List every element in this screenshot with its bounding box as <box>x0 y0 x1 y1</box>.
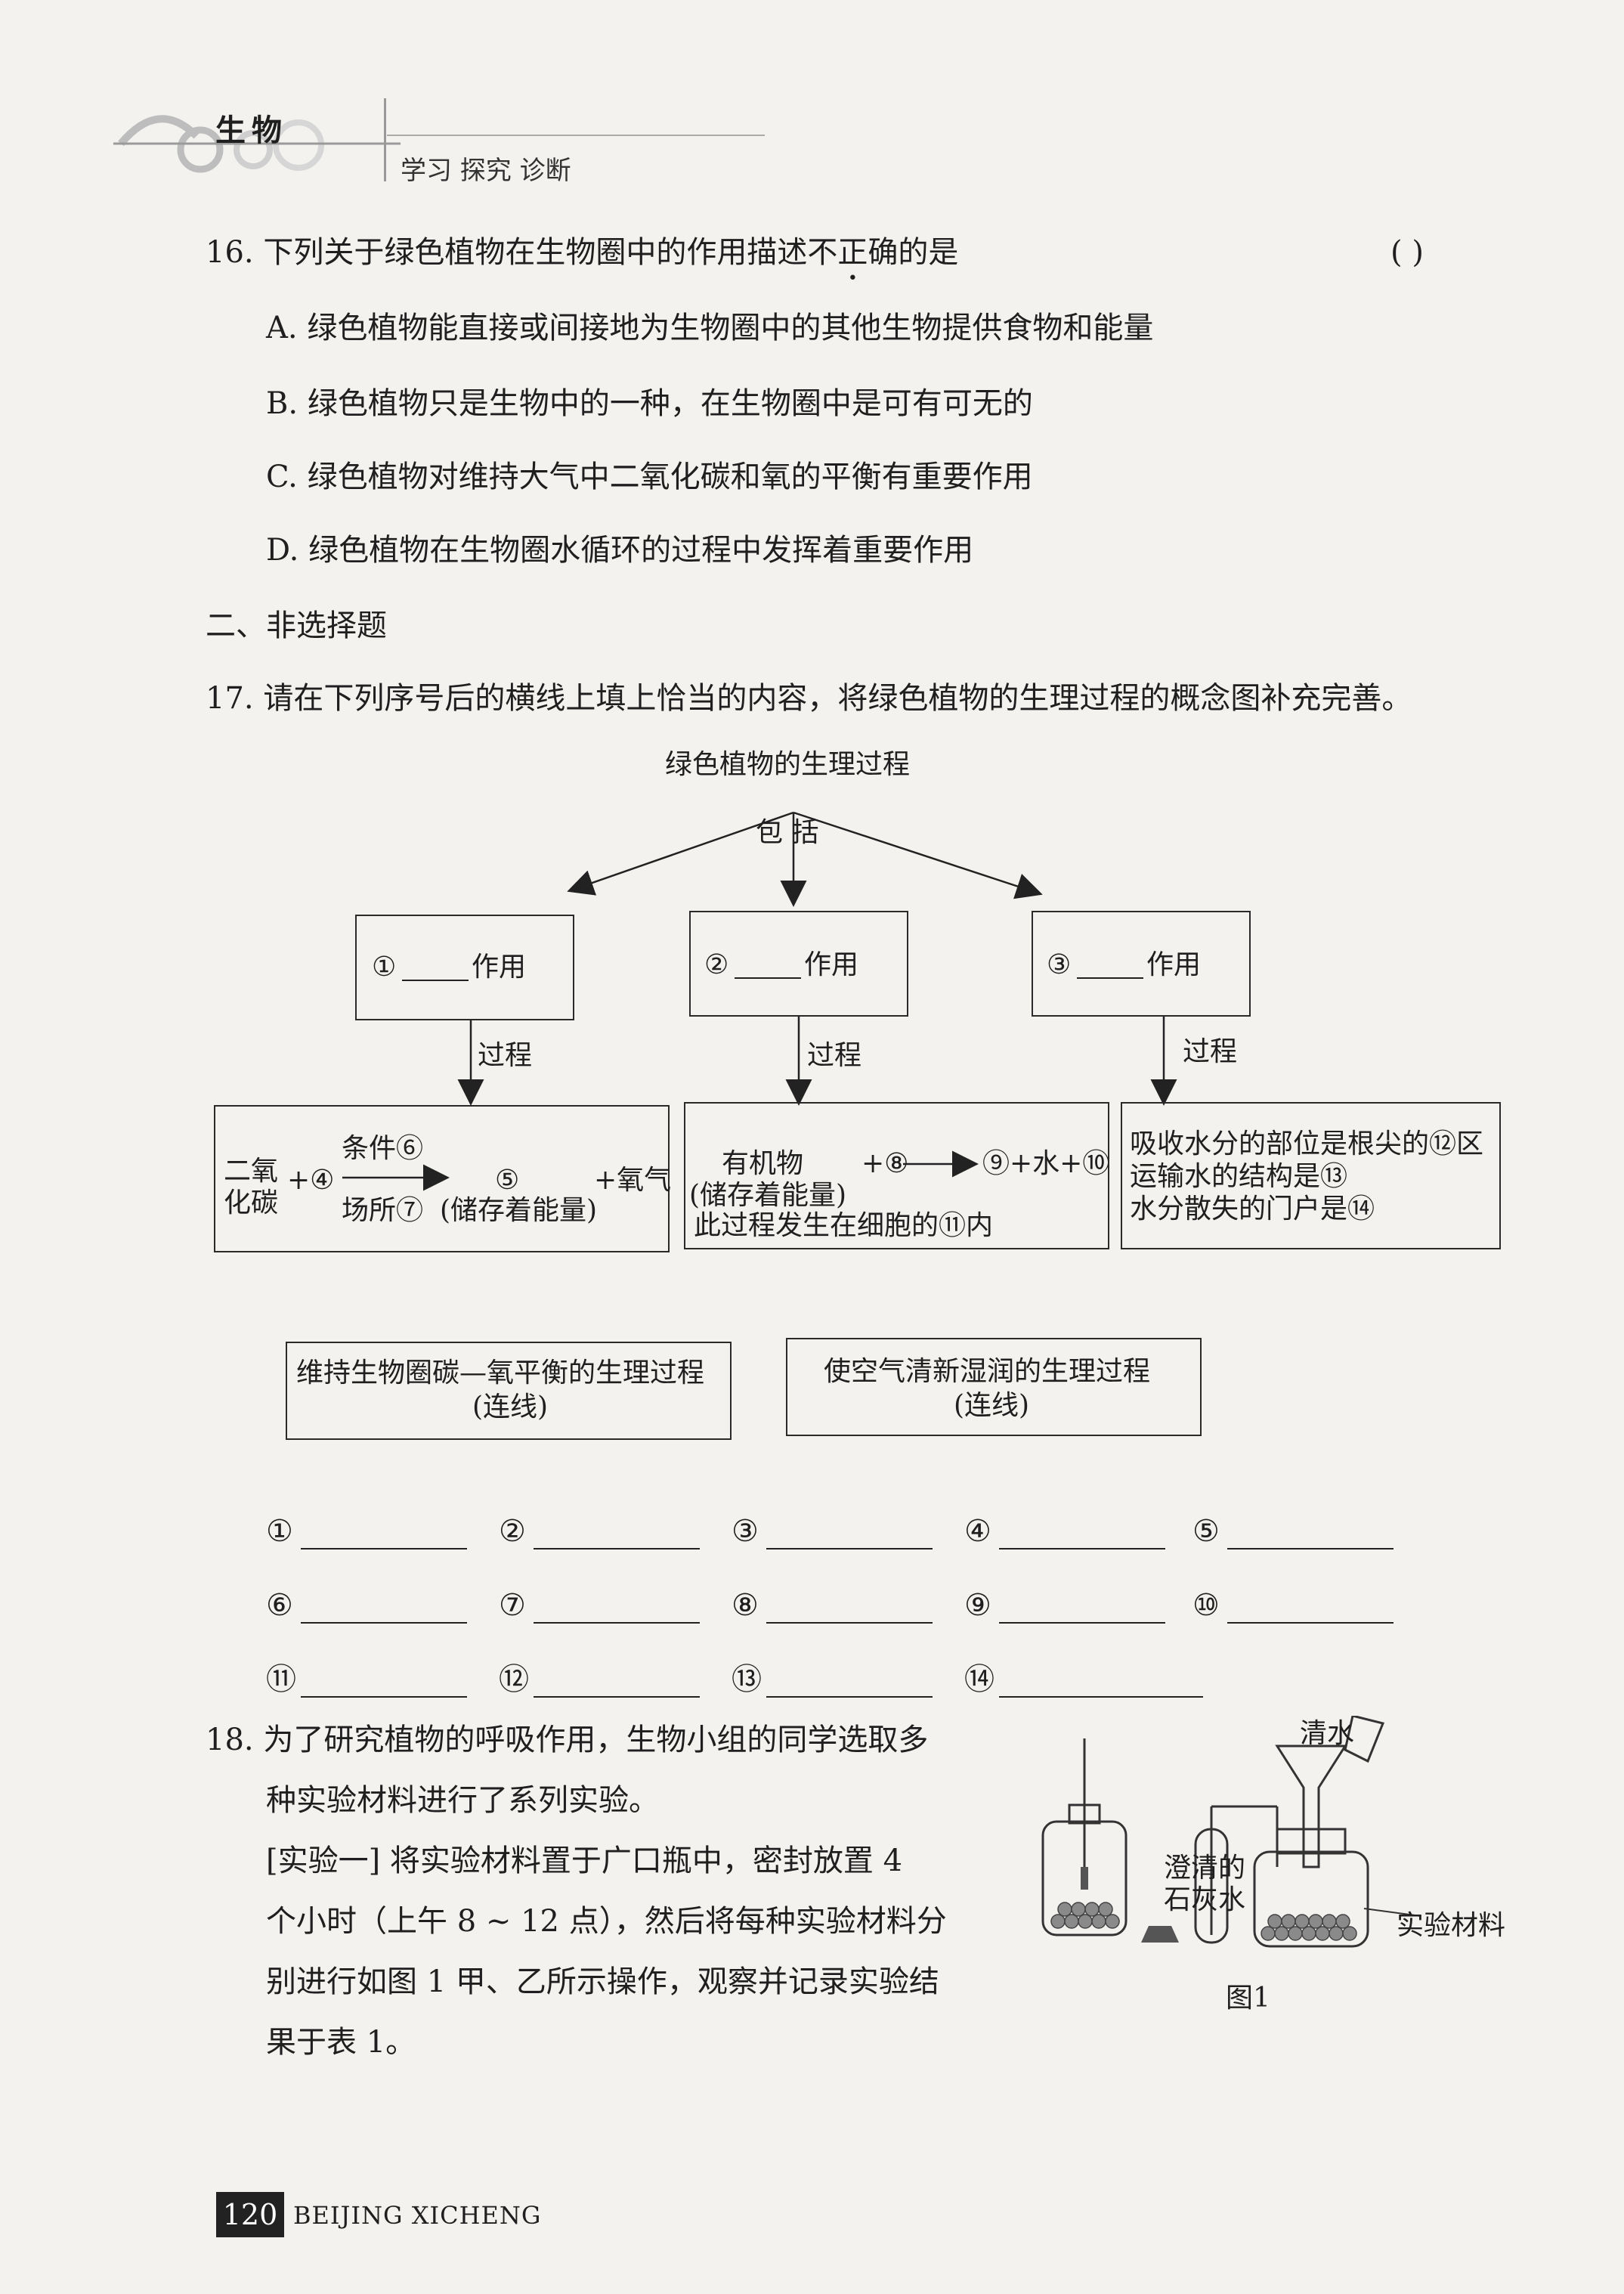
guocheng-label-3: 过程 <box>1183 1036 1238 1067</box>
box3-number: ③ <box>1047 949 1072 980</box>
fig-label-water: 清水 <box>1300 1718 1355 1749</box>
answer-label-7: ⑦ <box>499 1588 526 1623</box>
q18-line-4: 个小时（上午 8 ~ 12 点），然后将每种实验材料分 <box>266 1904 947 1939</box>
link-box-carbon-oxygen <box>286 1342 732 1440</box>
answer-blank-9[interactable] <box>999 1622 1165 1624</box>
concept-root: 绿色植物的生理过程 <box>665 749 911 780</box>
q18-line-2: 种实验材料进行了系列实验。 <box>266 1783 659 1818</box>
section-heading: 二、非选择题 <box>206 608 387 643</box>
q17-stem: 17. 请在下列序号后的横线上填上恰当的内容，将绿色植物的生理过程的概念图补充完… <box>206 681 1412 716</box>
box3-blank <box>1077 977 1143 979</box>
answer-label-11: ⑪ <box>266 1662 296 1697</box>
q18-line-3: [实验一] 将实验材料置于广口瓶中，密封放置 4 <box>266 1844 903 1878</box>
answer-blank-11[interactable] <box>301 1696 467 1698</box>
guocheng-label-2: 过程 <box>807 1040 862 1071</box>
resp-plus8: +⑧ <box>861 1148 909 1179</box>
answer-blank-10[interactable] <box>1227 1622 1394 1624</box>
answer-label-3: ③ <box>732 1514 759 1549</box>
box1-blank <box>402 980 469 981</box>
process-box-3 <box>1032 911 1251 1017</box>
answer-label-14: ⑭ <box>964 1662 995 1697</box>
guocheng-label-1: 过程 <box>478 1040 533 1071</box>
q16-option-b: B. 绿色植物只是生物中的一种，在生物圈中是可有可无的 <box>266 386 1033 421</box>
q16-emphasis: 不正确 <box>807 235 898 270</box>
link-box-1-title: 维持生物圈碳—氧平衡的生理过程 <box>296 1358 705 1388</box>
answer-blank-8[interactable] <box>766 1622 933 1624</box>
fig-label-material: 实验材料 <box>1397 1910 1506 1941</box>
answer-label-13: ⑬ <box>732 1662 762 1697</box>
co2-text-2: 化碳 <box>224 1187 279 1218</box>
box2-blank <box>735 977 801 979</box>
transp-line-2: 运输水的结构是⑬ <box>1130 1161 1348 1192</box>
answer-label-1: ① <box>266 1514 293 1549</box>
header-subtitle: 学习 探究 诊断 <box>401 156 571 186</box>
box1-label: 作用 <box>472 952 527 983</box>
answer-label-5: ⑤ <box>1192 1514 1220 1549</box>
fig-label-limewater-1: 澄清的 <box>1164 1853 1246 1884</box>
answer-blank-5[interactable] <box>1227 1548 1394 1549</box>
process-box-2 <box>689 911 908 1017</box>
page-number: 120 <box>216 2192 284 2237</box>
answer-blank-2[interactable] <box>534 1548 700 1549</box>
answer-label-6: ⑥ <box>266 1588 293 1623</box>
q16-option-a: A. 绿色植物能直接或间接地为生物圈中的其他生物提供食物和能量 <box>266 311 1154 345</box>
concept-include-label: 包 括 <box>756 817 819 848</box>
link-box-1-note: (连线) <box>472 1392 549 1423</box>
photo-condition: 条件⑥ <box>342 1133 424 1164</box>
box2-label: 作用 <box>804 949 859 980</box>
answer-blank-4[interactable] <box>999 1548 1165 1549</box>
answer-label-10: ⑩ <box>1192 1588 1220 1623</box>
respiration-box <box>684 1102 1109 1249</box>
answer-label-2: ② <box>499 1514 526 1549</box>
answer-blank-3[interactable] <box>766 1548 933 1549</box>
link-box-2-note: (连线) <box>954 1390 1030 1421</box>
box3-label: 作用 <box>1146 949 1202 980</box>
q16-answer-bracket: ( ) <box>1390 235 1424 270</box>
fig-caption: 图1 <box>1226 1983 1270 2014</box>
answer-label-8: ⑧ <box>732 1588 759 1623</box>
answer-blank-13[interactable] <box>766 1696 933 1698</box>
co2-text-1: 二氧 <box>224 1156 279 1187</box>
box2-number: ② <box>704 949 729 980</box>
photo-product: ⑤ <box>495 1165 520 1196</box>
answer-blank-12[interactable] <box>534 1696 700 1698</box>
fig-label-limewater-2: 石灰水 <box>1164 1884 1246 1915</box>
header-rule <box>387 135 765 136</box>
photo-place: 场所⑦ <box>342 1195 424 1226</box>
transp-line-1: 吸收水分的部位是根尖的⑫区 <box>1130 1128 1484 1159</box>
resp-organic-note: (储存着能量) <box>689 1180 847 1211</box>
process-box-1 <box>355 915 574 1020</box>
footer-publisher: BEIJING XICHENG <box>293 2201 542 2230</box>
link-box-2-title: 使空气清新湿润的生理过程 <box>824 1356 1151 1387</box>
q18-line-5: 别进行如图 1 甲、乙所示操作，观察并记录实验结 <box>266 1964 939 1999</box>
resp-output: ⑨+水+⑩ <box>982 1148 1110 1179</box>
answer-blank-14[interactable] <box>999 1696 1203 1698</box>
resp-organic: 有机物 <box>722 1148 804 1179</box>
link-box-air-humid <box>786 1338 1202 1436</box>
photo-oxygen: +氧气 <box>594 1165 672 1196</box>
figure-1-apparatus <box>1041 1716 1421 1948</box>
q16-option-c: C. 绿色植物对维持大气中二氧化碳和氧的平衡有重要作用 <box>266 460 1033 494</box>
answer-label-4: ④ <box>964 1514 991 1549</box>
transp-line-3: 水分散失的门户是⑭ <box>1130 1193 1375 1224</box>
photo-plus4: +④ <box>287 1165 335 1196</box>
q18-line-1: 18. 为了研究植物的呼吸作用，生物小组的同学选取多 <box>206 1723 929 1757</box>
box1-number: ① <box>372 952 397 983</box>
resp-place: 此过程发生在细胞的⑪内 <box>694 1210 994 1241</box>
header-divider <box>384 98 386 181</box>
photosynthesis-box <box>214 1105 670 1252</box>
q16-option-d: D. 绿色植物在生物圈水循环的过程中发挥着重要作用 <box>266 533 974 568</box>
answer-blank-7[interactable] <box>534 1622 700 1624</box>
q18-line-6: 果于表 1。 <box>266 2025 416 2060</box>
answer-label-9: ⑨ <box>964 1588 991 1623</box>
answer-label-12: ⑫ <box>499 1662 529 1697</box>
q16-stem: 16. 下列关于绿色植物在生物圈中的作用描述不正确的是 <box>206 233 958 272</box>
answer-blank-1[interactable] <box>301 1548 467 1549</box>
photo-product-note: (储存着能量) <box>440 1195 598 1226</box>
header-decoration <box>113 115 401 173</box>
subject-title: 生物 <box>215 113 288 148</box>
answer-blank-6[interactable] <box>301 1622 467 1624</box>
transpiration-box <box>1121 1102 1501 1249</box>
